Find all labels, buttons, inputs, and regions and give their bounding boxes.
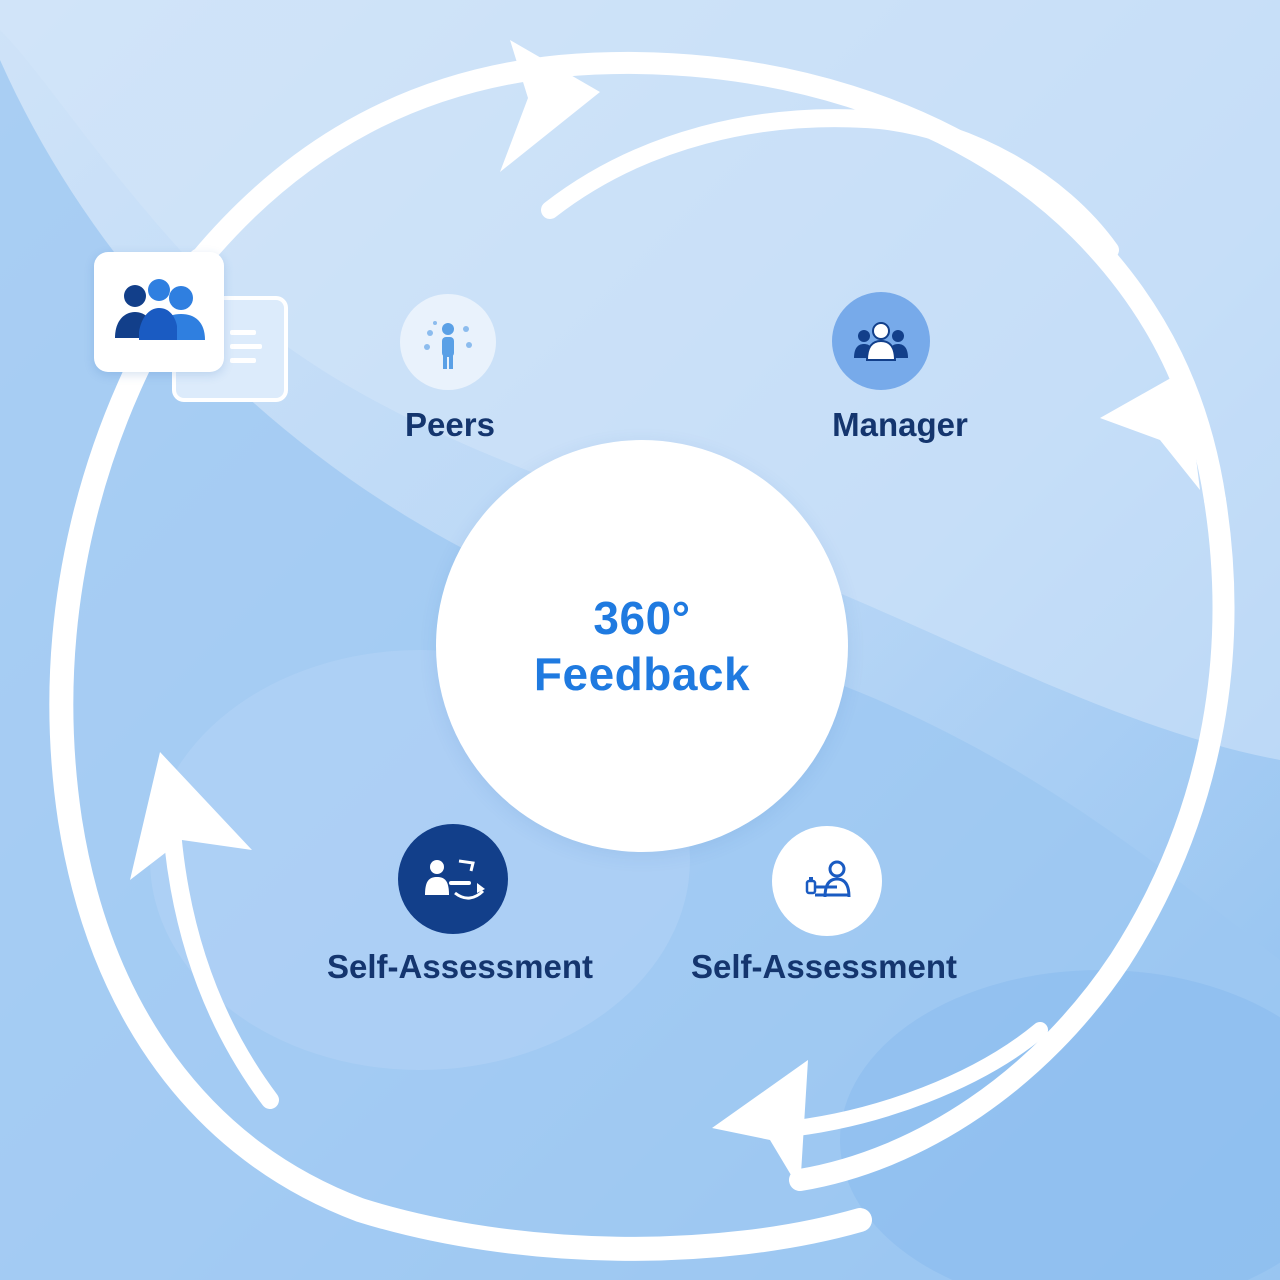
- peers-label: Peers: [405, 406, 495, 443]
- manager-label: Manager: [832, 406, 968, 443]
- cycle-arc-inner-bottom: [772, 1022, 1048, 1138]
- cycle-arc-left: [49, 248, 872, 1261]
- background-blob-right: [840, 970, 1280, 1280]
- peers-icon: [424, 321, 472, 369]
- arrowhead-bottom: [712, 1060, 808, 1190]
- background-sweep-upper: [0, 0, 1280, 760]
- self-assessment-right-label: Self-Assessment: [691, 948, 957, 985]
- self-assessment-left-node-icon: [398, 824, 508, 934]
- manager-node-icon: [832, 292, 930, 390]
- cycle-arc-inner-top: [541, 109, 1119, 259]
- people-group-card: [94, 252, 224, 372]
- self-assessment-right-node-icon: [772, 826, 882, 936]
- arrowhead-right: [1100, 370, 1200, 490]
- arrowhead-left: [130, 752, 252, 880]
- center-circle: 360° Feedback: [436, 440, 848, 852]
- manager-icon: [854, 322, 908, 361]
- self-assessment-left-label: Self-Assessment: [327, 948, 593, 985]
- center-title-line1: 360°: [593, 592, 691, 644]
- self-assessment-icon: [425, 859, 485, 900]
- cycle-arrowheads: [130, 40, 1200, 1190]
- self-assessment-icon: [805, 860, 851, 898]
- people-group-icon: [115, 279, 205, 340]
- peers-node-icon: [400, 294, 496, 390]
- arrowhead-top: [500, 40, 600, 172]
- chat-bubble-icon: [230, 330, 272, 406]
- cycle-arc-right: [789, 489, 1235, 1191]
- cycle-arc-top: [189, 51, 1226, 511]
- center-title-line2: Feedback: [533, 648, 751, 700]
